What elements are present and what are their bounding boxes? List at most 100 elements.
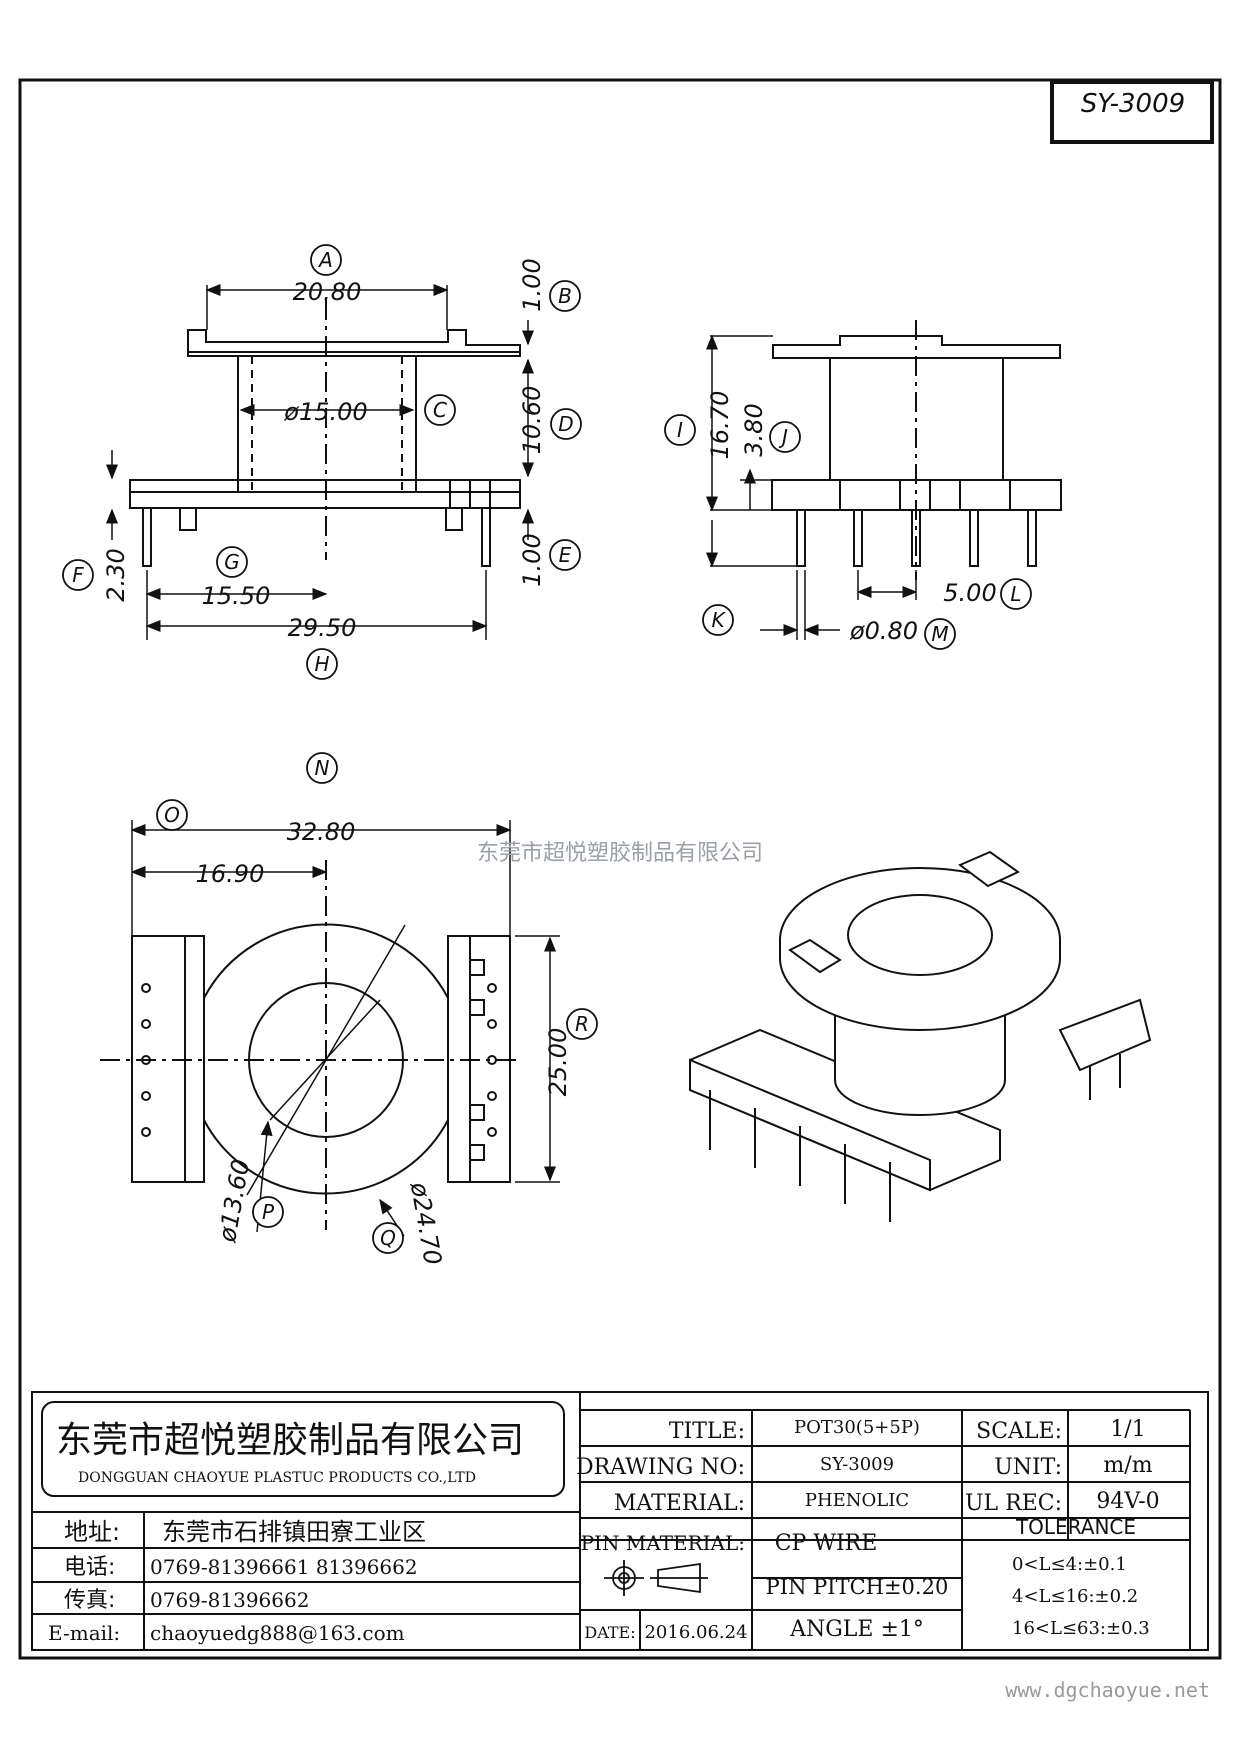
dim-n: 32.80 xyxy=(287,818,356,846)
reference-labels: A B C D E F G H I J K L M N O P Q R xyxy=(62,244,1032,1254)
dim-d: 10.60 xyxy=(518,386,546,455)
fax-value: 0769-81396662 xyxy=(150,1588,309,1612)
label-circle-h xyxy=(306,648,338,680)
tolerance-1: 0<L≤4:±0.1 xyxy=(1012,1554,1127,1575)
dim-q: ø24.70 xyxy=(405,1179,447,1267)
watermark: 东莞市超悦塑胶制品有限公司 xyxy=(477,841,763,866)
material-label: MATERIAL: xyxy=(614,1491,745,1516)
dim-a: 20.80 xyxy=(293,278,362,306)
tolerance-label: TOLERANCE xyxy=(1015,1515,1136,1539)
label-circle-k xyxy=(702,604,734,636)
angle: ANGLE ±1° xyxy=(789,1617,924,1642)
label-k: K xyxy=(711,608,726,632)
label-circle-e xyxy=(549,539,581,571)
label-circle-l xyxy=(1000,578,1032,610)
label-q: Q xyxy=(380,1226,396,1250)
title-block xyxy=(31,1391,1209,1651)
label-circle-f xyxy=(62,559,94,591)
drawing-no-value: SY-3009 xyxy=(820,1454,894,1475)
address-value: 东莞市石排镇田寮工业区 xyxy=(162,1518,426,1546)
website: www.dgchaoyue.net xyxy=(1005,1678,1210,1702)
label-circle-g xyxy=(216,546,248,578)
dim-i: 16.70 xyxy=(706,391,734,460)
label-d: D xyxy=(558,412,573,436)
dim-m: ø0.80 xyxy=(849,617,918,645)
label-circle-a xyxy=(310,244,342,276)
top-view-dim-text: 32.80 16.90 25.00 ø13.60 ø24.70 xyxy=(196,818,572,1267)
phone-value: 0769-81396661 81396662 xyxy=(150,1555,418,1579)
scale-label: SCALE: xyxy=(976,1419,1062,1444)
front-view-dimensions xyxy=(106,284,534,640)
label-m: M xyxy=(931,622,948,646)
drawing-frame xyxy=(18,78,1222,1660)
title-value: POT30(5+5P) xyxy=(794,1417,920,1438)
ul-label: UL REC: xyxy=(965,1491,1062,1516)
front-view xyxy=(129,300,521,567)
label-circle-p xyxy=(252,1196,284,1228)
address-label: 地址: xyxy=(64,1518,120,1546)
label-circle-m xyxy=(924,618,956,650)
label-p: P xyxy=(262,1200,275,1224)
projection-symbol-icon xyxy=(604,1560,708,1596)
company-name-cn: 东莞市超悦塑胶制品有限公司 xyxy=(56,1420,524,1461)
date-label: DATE: xyxy=(584,1623,635,1642)
label-circle-n xyxy=(306,752,338,784)
top-view-dimensions xyxy=(130,820,560,1237)
email-value: chaoyuedg888@163.com xyxy=(150,1621,405,1645)
side-view xyxy=(771,320,1062,580)
code-box xyxy=(1050,80,1214,144)
label-b: B xyxy=(558,284,572,308)
label-circle-o xyxy=(156,799,188,831)
dim-r: 25.00 xyxy=(544,1028,572,1097)
title-block-text: 东莞市超悦塑胶制品有限公司 DONGGUAN CHAOYUE PLASTUC P… xyxy=(48,1417,1160,1645)
dim-g: 15.50 xyxy=(202,582,271,610)
dim-e: 1.00 xyxy=(518,533,546,586)
phone-label: 电话: xyxy=(64,1555,115,1580)
dim-b: 1.00 xyxy=(518,258,546,311)
label-l: L xyxy=(1010,582,1021,606)
label-circle-i xyxy=(664,414,696,446)
label-c: C xyxy=(433,398,447,422)
unit-label: UNIT: xyxy=(994,1455,1062,1480)
pin-material-value: CP WIRE xyxy=(775,1531,878,1556)
top-view xyxy=(100,860,520,1230)
label-h: H xyxy=(314,652,329,676)
tolerance-3: 16<L≤63:±0.3 xyxy=(1012,1618,1150,1639)
material-value: PHENOLIC xyxy=(805,1490,909,1511)
label-n: N xyxy=(315,756,330,780)
drawing-no-label: DRAWING NO: xyxy=(576,1455,745,1480)
label-circle-q xyxy=(372,1222,404,1254)
label-circle-d xyxy=(550,408,582,440)
label-r: R xyxy=(575,1012,589,1036)
label-g: G xyxy=(224,550,240,574)
dim-f: 2.30 xyxy=(102,548,130,601)
ul-value: 94V-0 xyxy=(1096,1489,1159,1514)
dim-h: 29.50 xyxy=(288,614,357,642)
label-a: A xyxy=(317,248,333,272)
drawing-code: SY-3009 xyxy=(1081,89,1185,119)
label-circle-c xyxy=(424,394,456,426)
label-o: O xyxy=(164,803,180,827)
pin-material-label: PIN MATERIAL: xyxy=(581,1531,745,1555)
email-label: E-mail: xyxy=(48,1621,120,1645)
side-view-dim-text: 16.70 3.80 5.00 ø0.80 xyxy=(706,391,997,645)
title-label: TITLE: xyxy=(669,1419,745,1444)
label-j: J xyxy=(778,425,788,449)
pin-pitch: PIN PITCH±0.20 xyxy=(766,1575,949,1599)
label-f: F xyxy=(72,563,84,587)
tolerance-2: 4<L≤16:±0.2 xyxy=(1012,1586,1138,1607)
label-circle-j xyxy=(769,421,801,453)
date-value: 2016.06.24 xyxy=(644,1622,747,1643)
label-circle-r xyxy=(566,1008,598,1040)
scale-value: 1/1 xyxy=(1110,1417,1145,1442)
side-view-dimensions xyxy=(706,334,918,640)
label-circle-b xyxy=(549,280,581,312)
company-name-en: DONGGUAN CHAOYUE PLASTUC PRODUCTS CO.,LT… xyxy=(78,1470,476,1486)
front-view-dim-text: 20.80 ø15.00 1.00 10.60 1.00 2.30 15.50 … xyxy=(102,258,546,642)
label-i: I xyxy=(677,418,683,442)
dim-p: ø13.60 xyxy=(213,1157,255,1245)
dim-l: 5.00 xyxy=(943,579,996,607)
label-e: E xyxy=(559,543,572,567)
dim-o: 16.90 xyxy=(196,860,265,888)
